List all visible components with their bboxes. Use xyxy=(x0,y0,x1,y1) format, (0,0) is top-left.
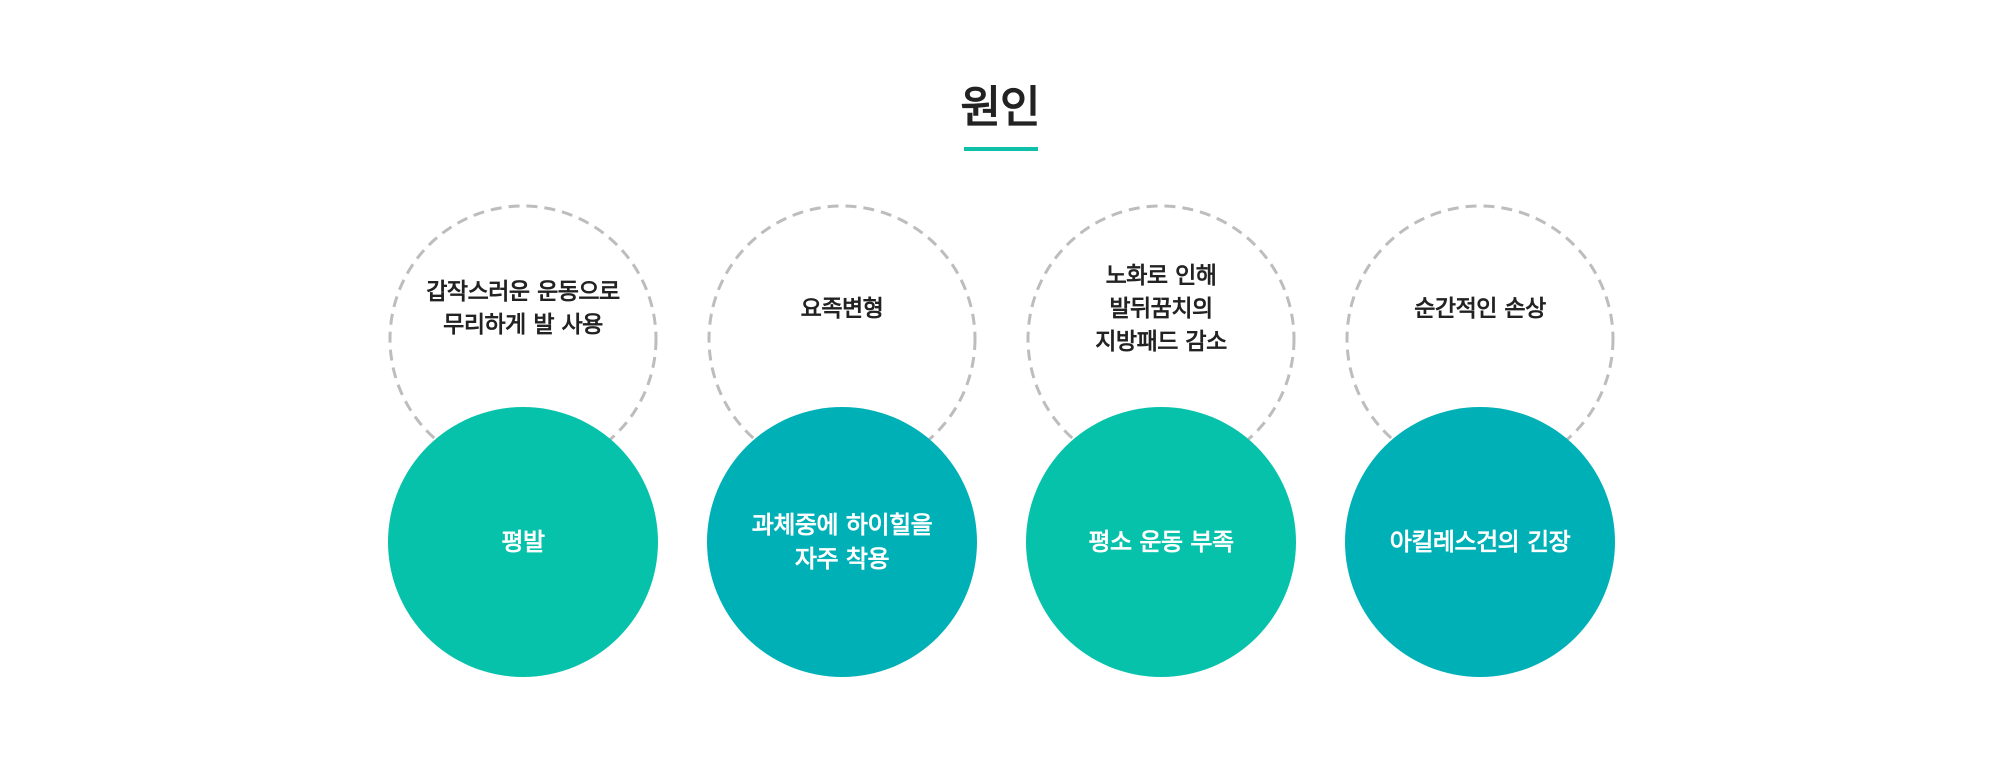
cause-item-3: 노화로 인해 발뒤꿈치의 지방패드 감소 평소 운동 부족 xyxy=(1026,204,1296,677)
cause-item-1: 갑작스러운 운동으로 무리하게 발 사용 평발 xyxy=(388,204,658,677)
cause-circle-label: 아킬레스건의 긴장 xyxy=(1389,528,1571,556)
cause-item-4: 순간적인 손상 아킬레스건의 긴장 xyxy=(1345,204,1615,677)
cause-circle-label: 과체중에 하이힐을 자주 착용 xyxy=(751,511,933,573)
contributing-factor-text: 순간적인 손상 xyxy=(1414,295,1546,322)
cause-circle: 평소 운동 부족 xyxy=(1026,407,1296,677)
cause-circle-label: 평발 xyxy=(501,528,545,556)
cause-circle: 평발 xyxy=(388,407,658,677)
contributing-factor-text: 요족변형 xyxy=(800,295,884,322)
cause-item-2: 요족변형 과체중에 하이힐을 자주 착용 xyxy=(707,204,977,677)
contributing-factor-text: 노화로 인해 발뒤꿈치의 지방패드 감소 xyxy=(1095,262,1227,355)
cause-circle-label: 평소 운동 부족 xyxy=(1088,528,1234,556)
contributing-factor-text: 갑작스러운 운동으로 무리하게 발 사용 xyxy=(426,279,620,338)
cause-circle: 과체중에 하이힐을 자주 착용 xyxy=(707,407,977,677)
page-title: 원인 xyxy=(960,82,1041,133)
cause-circle: 아킬레스건의 긴장 xyxy=(1345,407,1615,677)
title-underline xyxy=(964,147,1038,151)
